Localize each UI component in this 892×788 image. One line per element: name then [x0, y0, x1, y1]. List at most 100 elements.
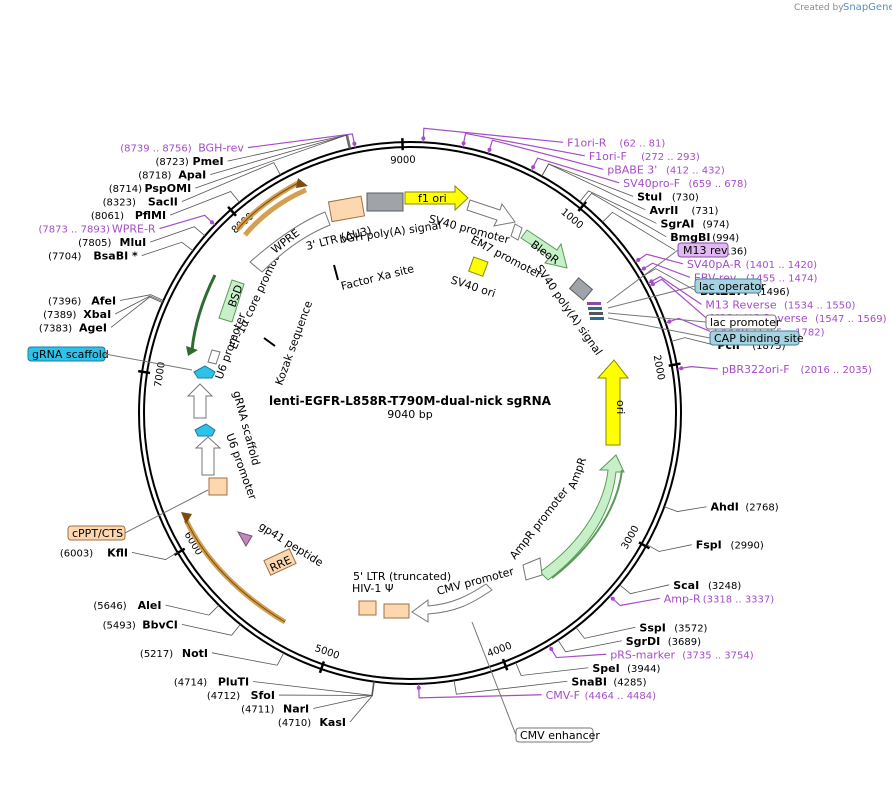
enzyme-sgrdi[interactable]: SgrDI(3689) — [626, 635, 701, 648]
enzyme-name-bsabi: BsaBI * — [93, 250, 138, 263]
enzyme-pos-mlui: (7805) — [78, 238, 111, 249]
feature-hiv1-psi[interactable] — [358, 600, 377, 616]
enzyme-kasi[interactable]: KasI(4710) — [278, 716, 346, 729]
enzyme-sspi[interactable]: SspI(3572) — [639, 621, 707, 634]
boxed-cmv-enhancer[interactable]: CMV enhancer — [515, 727, 600, 743]
cut-line-spei — [515, 662, 589, 676]
feature-bgh-polya[interactable] — [366, 192, 404, 212]
enzyme-kfli[interactable]: KflI(6003) — [60, 546, 128, 559]
enzyme-scai[interactable]: ScaI(3248) — [673, 579, 741, 592]
feature-grna-scaffold-2[interactable] — [193, 365, 216, 379]
cut-line-sacii — [181, 162, 281, 202]
feature-gp41[interactable] — [236, 531, 253, 547]
enzyme-nari[interactable]: NarI(4711) — [241, 703, 309, 716]
feature-cppt-cts[interactable] — [208, 477, 228, 496]
cut-line-mlui — [150, 226, 206, 243]
enzyme-avrii[interactable]: AvrII(731) — [649, 204, 718, 217]
enzyme-pos-pluti: (4714) — [174, 678, 207, 689]
enzyme-afei[interactable]: AfeI(7396) — [48, 294, 116, 307]
primer-cmv-f[interactable]: CMV-F(4464 .. 4484) — [546, 689, 657, 702]
feature-ori[interactable] — [596, 359, 630, 446]
enzyme-pluti[interactable]: PluTI(4714) — [174, 676, 249, 689]
primer-pos-ebv-rev: (1455 .. 1474) — [746, 273, 818, 284]
enzyme-xbai[interactable]: XbaI(7389) — [43, 308, 111, 321]
enzyme-agei[interactable]: AgeI(7383) — [39, 321, 107, 334]
enzyme-noti[interactable]: NotI(5217) — [140, 647, 208, 660]
primer-amp-r[interactable]: Amp-R(3318 .. 3337) — [664, 592, 775, 605]
feature-u6-promoter-2[interactable] — [186, 383, 214, 419]
feature-rre[interactable] — [263, 548, 297, 576]
enzyme-bbvci[interactable]: BbvCI(5493) — [103, 618, 178, 631]
enzyme-pmei[interactable]: PmeI(8723) — [156, 155, 224, 168]
enzyme-apai[interactable]: ApaI(8718) — [138, 169, 206, 182]
feature-f1-ori[interactable] — [404, 184, 469, 212]
label-ampr: AmpR — [566, 455, 590, 491]
enzyme-bmgbi[interactable]: BmgBI(994) — [670, 231, 739, 244]
primer-pos-f1ori-f: (272 .. 293) — [641, 152, 700, 163]
primer-f1ori-r[interactable]: F1ori-R(62 .. 81) — [567, 136, 665, 149]
boxed-grna-scaffold[interactable]: gRNA scaffold — [27, 346, 109, 362]
feature-5-ltr[interactable] — [383, 603, 410, 619]
primer-f1ori-f[interactable]: F1ori-F(272 .. 293) — [589, 150, 700, 163]
primer-sv40pa-r[interactable]: SV40pA-R(1401 .. 1420) — [687, 258, 817, 271]
feature-bleor[interactable] — [520, 229, 568, 269]
feature-ef1a-promoter[interactable] — [207, 349, 221, 365]
primer-bgh-rev[interactable]: BGH-rev(8739 .. 8756) — [120, 142, 244, 155]
primer-pbabe-3[interactable]: pBABE 3'(412 .. 432) — [607, 163, 725, 176]
boxed-lac-operator[interactable]: lac operator — [694, 278, 766, 294]
primer-pbr322ori-f[interactable]: pBR322ori-F(2016 .. 2035) — [722, 363, 872, 376]
enzyme-name-afei: AfeI — [91, 294, 116, 307]
enzyme-pflmi[interactable]: PflMI(8061) — [91, 209, 166, 222]
boxed-cppt-cts[interactable]: cPPT/CTS — [67, 525, 126, 541]
feature-cmv-promoter[interactable] — [411, 583, 493, 623]
enzyme-sgrai[interactable]: SgrAI(974) — [660, 217, 729, 230]
enzyme-name-alei: AleI — [138, 599, 162, 612]
label-f1-ori: f1 ori — [418, 192, 447, 205]
primer-wpre-r[interactable]: WPRE-R(7873 .. 7893) — [39, 223, 156, 236]
label-5-ltr: 5' LTR (truncated) — [353, 570, 451, 583]
enzyme-name-sgrai: SgrAI — [660, 217, 694, 230]
primer-sv40pro-f[interactable]: SV40pro-F(659 .. 678) — [623, 177, 747, 190]
feature-ampr-promoter[interactable] — [522, 557, 543, 581]
primer-name-m13-reverse: M13 Reverse — [705, 298, 776, 311]
enzyme-sfoi[interactable]: SfoI(4712) — [207, 689, 275, 702]
enzyme-bsabi[interactable]: BsaBI *(7704) — [48, 250, 138, 263]
feature-u6-promoter-1[interactable] — [194, 436, 222, 476]
enzyme-snabi[interactable]: SnaBI(4285) — [571, 675, 646, 688]
enzyme-stui[interactable]: StuI(730) — [637, 190, 699, 203]
feature-lac-operator-mark — [588, 307, 602, 310]
cut-line-pcii — [671, 337, 714, 346]
feature-ampr[interactable] — [539, 454, 625, 581]
enzyme-sacii[interactable]: SacII(8323) — [103, 196, 178, 209]
enzyme-spei[interactable]: SpeI(3944) — [592, 662, 660, 675]
enzyme-fspi[interactable]: FspI(2990) — [696, 539, 764, 552]
enzyme-ahdi[interactable]: AhdI(2768) — [711, 501, 779, 514]
enzyme-pspomi[interactable]: PspOMI(8714) — [109, 182, 191, 195]
primer-name-pbr322ori-f: pBR322ori-F — [722, 363, 790, 376]
feature-sv40-polya[interactable] — [568, 277, 594, 301]
tick-5000 — [318, 661, 326, 674]
boxed-m13-rev[interactable]: M13 rev — [677, 242, 729, 258]
created-by-text: Created by — [794, 3, 844, 13]
enzyme-pos-scai: (3248) — [708, 581, 741, 592]
label-bsd: BSD — [226, 283, 246, 309]
enzyme-name-kasi: KasI — [319, 716, 346, 729]
feature-bsd[interactable] — [218, 279, 245, 323]
ampr-orf-line — [551, 469, 623, 579]
cut-line-fspi — [646, 544, 692, 552]
feature-grna-scaffold-1[interactable] — [194, 423, 216, 437]
enzyme-pos-pcii: (1875) — [752, 341, 785, 352]
enzyme-alei[interactable]: AleI(5646) — [93, 599, 161, 612]
boxed-cap-binding-site[interactable]: CAP binding site — [709, 330, 804, 346]
primer-name-sv40pro-f: SV40pro-F — [623, 177, 680, 190]
feature-sv40-promoter[interactable] — [466, 199, 516, 227]
boxed-lac-promoter[interactable]: lac promoter — [705, 314, 781, 330]
primer-prs-marker[interactable]: pRS-marker(3735 .. 3754) — [610, 648, 754, 661]
feature-sv40-ori[interactable] — [468, 256, 489, 277]
feature-3-ltr[interactable] — [327, 195, 366, 223]
feature-wpre[interactable] — [249, 211, 331, 273]
feature-em7-promoter[interactable] — [510, 223, 523, 241]
enzyme-pos-pflmi: (8061) — [91, 211, 124, 222]
primer-m13-reverse[interactable]: M13 Reverse(1534 .. 1550) — [705, 298, 855, 311]
enzyme-mlui[interactable]: MluI(7805) — [78, 236, 146, 249]
